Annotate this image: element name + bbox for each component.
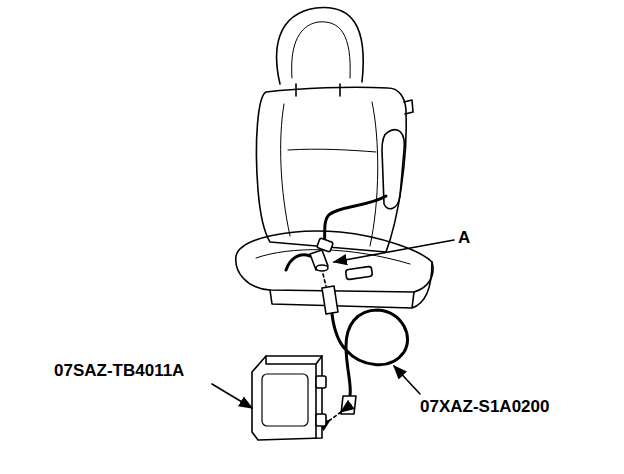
headrest-seam bbox=[292, 22, 351, 78]
tester-box bbox=[252, 356, 322, 440]
tester-port bbox=[316, 376, 326, 388]
seat-switch bbox=[345, 266, 372, 280]
connector-a bbox=[310, 250, 328, 270]
connector-a-face bbox=[316, 265, 328, 271]
seat-belt-guide bbox=[404, 100, 413, 114]
cable-plug bbox=[322, 286, 338, 314]
seat-base bbox=[270, 262, 432, 308]
harness-connector bbox=[317, 238, 334, 252]
cable-plug bbox=[341, 396, 356, 414]
leader-arrow bbox=[334, 240, 454, 262]
connection-dashes bbox=[330, 412, 341, 420]
connection-dashes bbox=[323, 274, 326, 286]
seat-harness bbox=[286, 255, 310, 270]
headrest bbox=[277, 8, 364, 84]
cable bbox=[332, 310, 408, 396]
tester-port bbox=[316, 414, 326, 426]
seat-back bbox=[256, 87, 406, 252]
tester-window bbox=[262, 374, 308, 426]
tool-part-number: 07SAZ-TB4011A bbox=[54, 362, 184, 381]
seat-harness bbox=[324, 196, 386, 246]
headrest-post bbox=[296, 84, 340, 96]
seat-back-seam bbox=[281, 102, 378, 246]
tool-part-number: 07XAZ-S1A0200 bbox=[420, 398, 549, 417]
leader-arrow bbox=[212, 384, 252, 408]
callout-letter: A bbox=[458, 229, 470, 248]
leader-arrow bbox=[394, 366, 420, 394]
